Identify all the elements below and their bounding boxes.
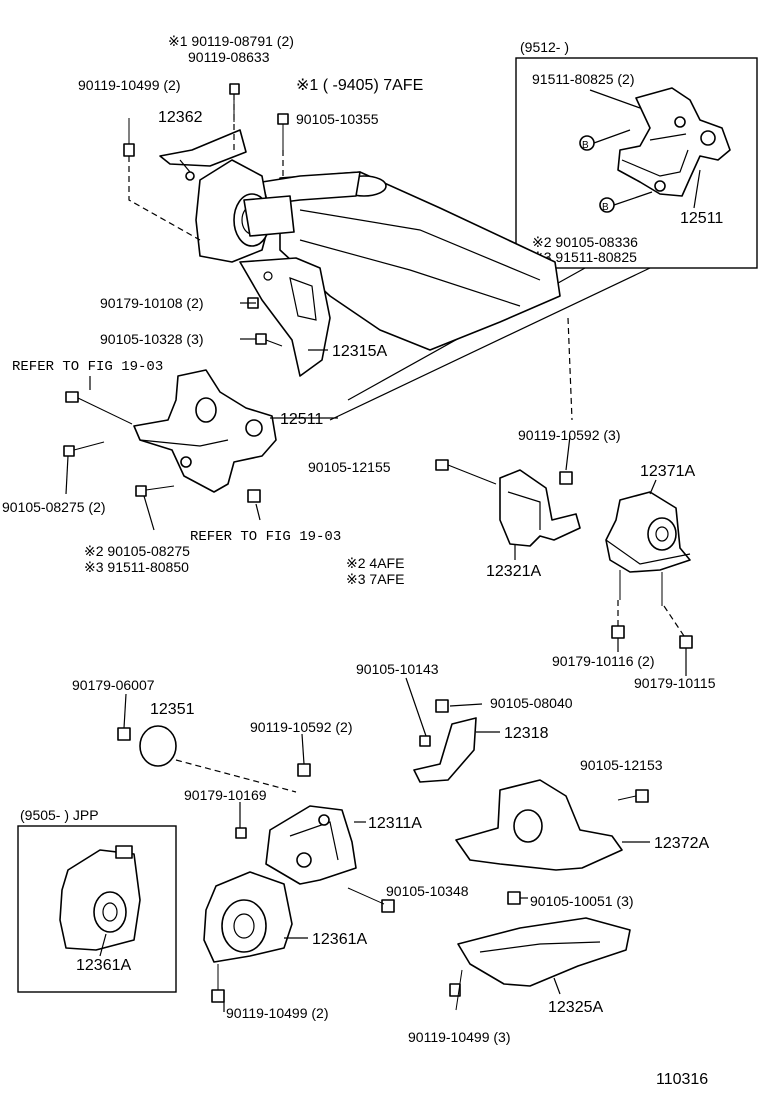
engine-crossmember-icon <box>261 171 561 351</box>
label-part: ※2 4AFE <box>346 555 404 571</box>
label-part: 12351 <box>150 701 195 718</box>
mount-12362-icon <box>159 129 295 263</box>
label-part: 12311A <box>368 815 422 832</box>
label-part: ※2 90105-08275 <box>84 543 190 559</box>
diagram-id: 110316 <box>656 1071 708 1088</box>
inset-top-header: (9512- ) <box>520 39 569 55</box>
label-part: 12511 <box>280 411 323 428</box>
mount-12372A-icon <box>455 779 649 871</box>
label-part: 12371A <box>640 463 695 480</box>
label-part: 12318 <box>504 725 549 742</box>
label-part: 90105-10143 <box>356 661 439 677</box>
inset-top-bolt-label: 91511-80825 (2) <box>532 71 634 87</box>
label-part: 12362 <box>158 109 203 126</box>
label-part: 90105-12153 <box>580 757 663 773</box>
label-part: 12321A <box>486 563 541 580</box>
bracket-12511-icon <box>133 369 277 493</box>
insulator-12351-icon <box>117 725 177 767</box>
label-part: ※1 90119-08791 (2) <box>168 33 294 49</box>
bracket-12325A-icon <box>347 887 631 1011</box>
label-part: ※1 ( -9405) 7AFE <box>296 77 423 94</box>
label-part: ※3 91511-80850 <box>84 559 189 575</box>
bracket-12511-inset-icon <box>617 87 731 197</box>
inset-bottom-part-label: 12361A <box>76 957 131 974</box>
leader-lines <box>65 159 687 1012</box>
label-part: 90105-10355 <box>296 111 379 127</box>
label-part: 90179-06007 <box>72 677 155 693</box>
label-part: 90105-10051 (3) <box>530 893 634 909</box>
label-part: 12315A <box>332 343 387 360</box>
label-part: 90119-10499 (2) <box>78 77 180 93</box>
mount-12371A-icon <box>605 491 693 649</box>
inset-top-bracket-label: 12511 <box>680 210 723 227</box>
label-part: 12372A <box>654 835 709 852</box>
label-part: ※3 7AFE <box>346 571 404 587</box>
label-part: 90105-12155 <box>308 459 391 475</box>
label-part: 90105-10328 (3) <box>100 331 204 347</box>
label-part: 90179-10108 (2) <box>100 295 204 311</box>
label-part: 90119-10499 (3) <box>408 1029 510 1045</box>
label-part: 90119-10499 (2) <box>226 1005 328 1021</box>
inset-top-marker-1: B <box>582 140 589 151</box>
label-part: 12361A <box>312 931 367 948</box>
label-part: 90179-10169 <box>184 787 267 803</box>
inset-top: (9512- ) 91511-80825 (2) B B 12511 ※2 90… <box>515 39 758 269</box>
inset-bottom: (9505- ) JPP 12361A <box>17 807 177 993</box>
label-part: 90119-08633 <box>188 49 270 65</box>
inset-top-marker-2: B <box>602 202 609 213</box>
label-part: 90105-10348 <box>386 883 469 899</box>
bracket-12321A-icon <box>435 459 581 547</box>
label-part: 90105-08275 (2) <box>2 499 106 515</box>
bracket-12311A-icon <box>235 763 357 885</box>
inset-top-note-2: ※3 91511-80825 <box>532 249 637 265</box>
label-part: REFER TO FIG 19-03 <box>190 529 341 545</box>
mount-12315A-icon <box>239 257 331 377</box>
label-part: 90105-08040 <box>490 695 573 711</box>
label-part: 90179-10116 (2) <box>552 653 654 669</box>
label-part: 12325A <box>548 999 603 1016</box>
inset-bottom-header: (9505- ) JPP <box>20 807 99 823</box>
label-part: REFER TO FIG 19-03 <box>12 359 163 375</box>
labels: ※1 90119-08791 (2) 90119-08633 90119-104… <box>2 33 716 1088</box>
bracket-12318-icon <box>413 699 477 783</box>
label-part: 90179-10115 <box>634 675 716 691</box>
inset-top-note-1: ※2 90105-08336 <box>532 234 638 250</box>
label-part: 90119-10592 (3) <box>518 427 620 443</box>
mount-12361A-icon <box>203 871 293 1003</box>
label-part: 90119-10592 (2) <box>250 719 352 735</box>
